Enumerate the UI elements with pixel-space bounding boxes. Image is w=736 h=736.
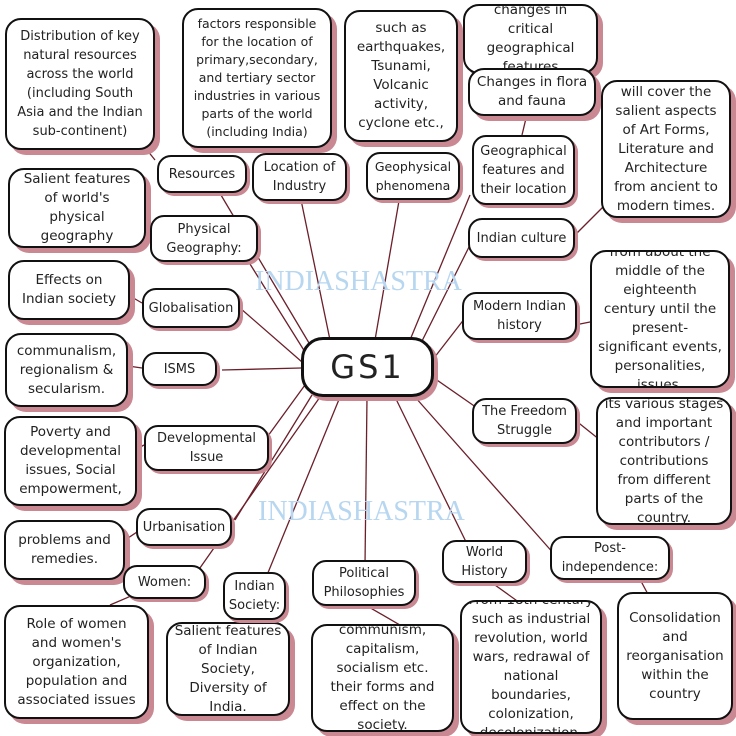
topic-location-of-industry: Location of Industry [252,153,347,201]
flora-fauna-card: Changes in flora and fauna [468,68,596,116]
globalisation-detail-card: Effects on Indian society [8,260,130,320]
indian-culture-detail-card: will cover the salient aspects of Art Fo… [601,80,731,218]
topic-globalisation: Globalisation [142,288,240,328]
topic-urbanisation: Urbanisation [136,508,232,546]
topic-physical-geography: Physical Geography: [150,215,258,262]
topic-world-history: World History [442,540,527,583]
world-history-detail-card: From 18th century such as industrial rev… [460,600,602,734]
political-philosophies-detail-card: communism, capitalism, socialism etc. th… [311,624,454,732]
post-independence-detail-card: Consolidation and reorganisation within … [617,592,733,720]
topic-isms: ISMS [142,352,217,386]
urbanisation-detail-card: problems and remedies. [4,520,125,580]
topic-modern-indian-history: Modern Indian history [462,292,577,340]
topic-developmental-issue: Developmental Issue [144,425,269,471]
women-detail-card: Role of women and women's organization, … [4,605,149,719]
topic-geographical-features: Geographical features and their location [472,135,575,205]
indian-society-detail-card: Salient features of Indian Society, Dive… [166,622,290,716]
topic-indian-culture: Indian culture [468,218,575,258]
topic-political-philosophies: Political Philosophies [312,560,416,606]
watermark: INDIASHASTRA [255,266,462,297]
geographical-changes-card: changes in critical geographical feature… [463,4,598,74]
freedom-struggle-detail-card: its various stages and important contrib… [596,397,732,525]
developmental-issue-detail-card: Poverty and developmental issues, Social… [4,416,137,506]
topic-women: Women: [123,565,206,599]
topic-geophysical: Geophysical phenomena [366,152,460,200]
central-topic-gs1: GS1 [301,337,434,397]
modern-history-detail-card: from about the middle of the eighteenth … [590,250,730,388]
topic-indian-society: Indian Society: [223,572,286,620]
geophysical-detail-card: such as earthquakes, Tsunami, Volcanic a… [344,10,458,142]
resources-detail-card: Distribution of key natural resources ac… [5,18,155,150]
watermark: INDIASHASTRA [258,496,465,527]
location-of-industry-detail-card: factors responsible for the location of … [182,8,332,148]
topic-post-independence: Post-independence: [550,536,670,580]
topic-freedom-struggle: The Freedom Struggle [472,398,577,444]
physical-geography-detail-card: Salient features of world's physical geo… [8,168,146,248]
topic-resources: Resources [157,155,247,193]
isms-detail-card: communalism, regionalism & secularism. [5,333,128,407]
